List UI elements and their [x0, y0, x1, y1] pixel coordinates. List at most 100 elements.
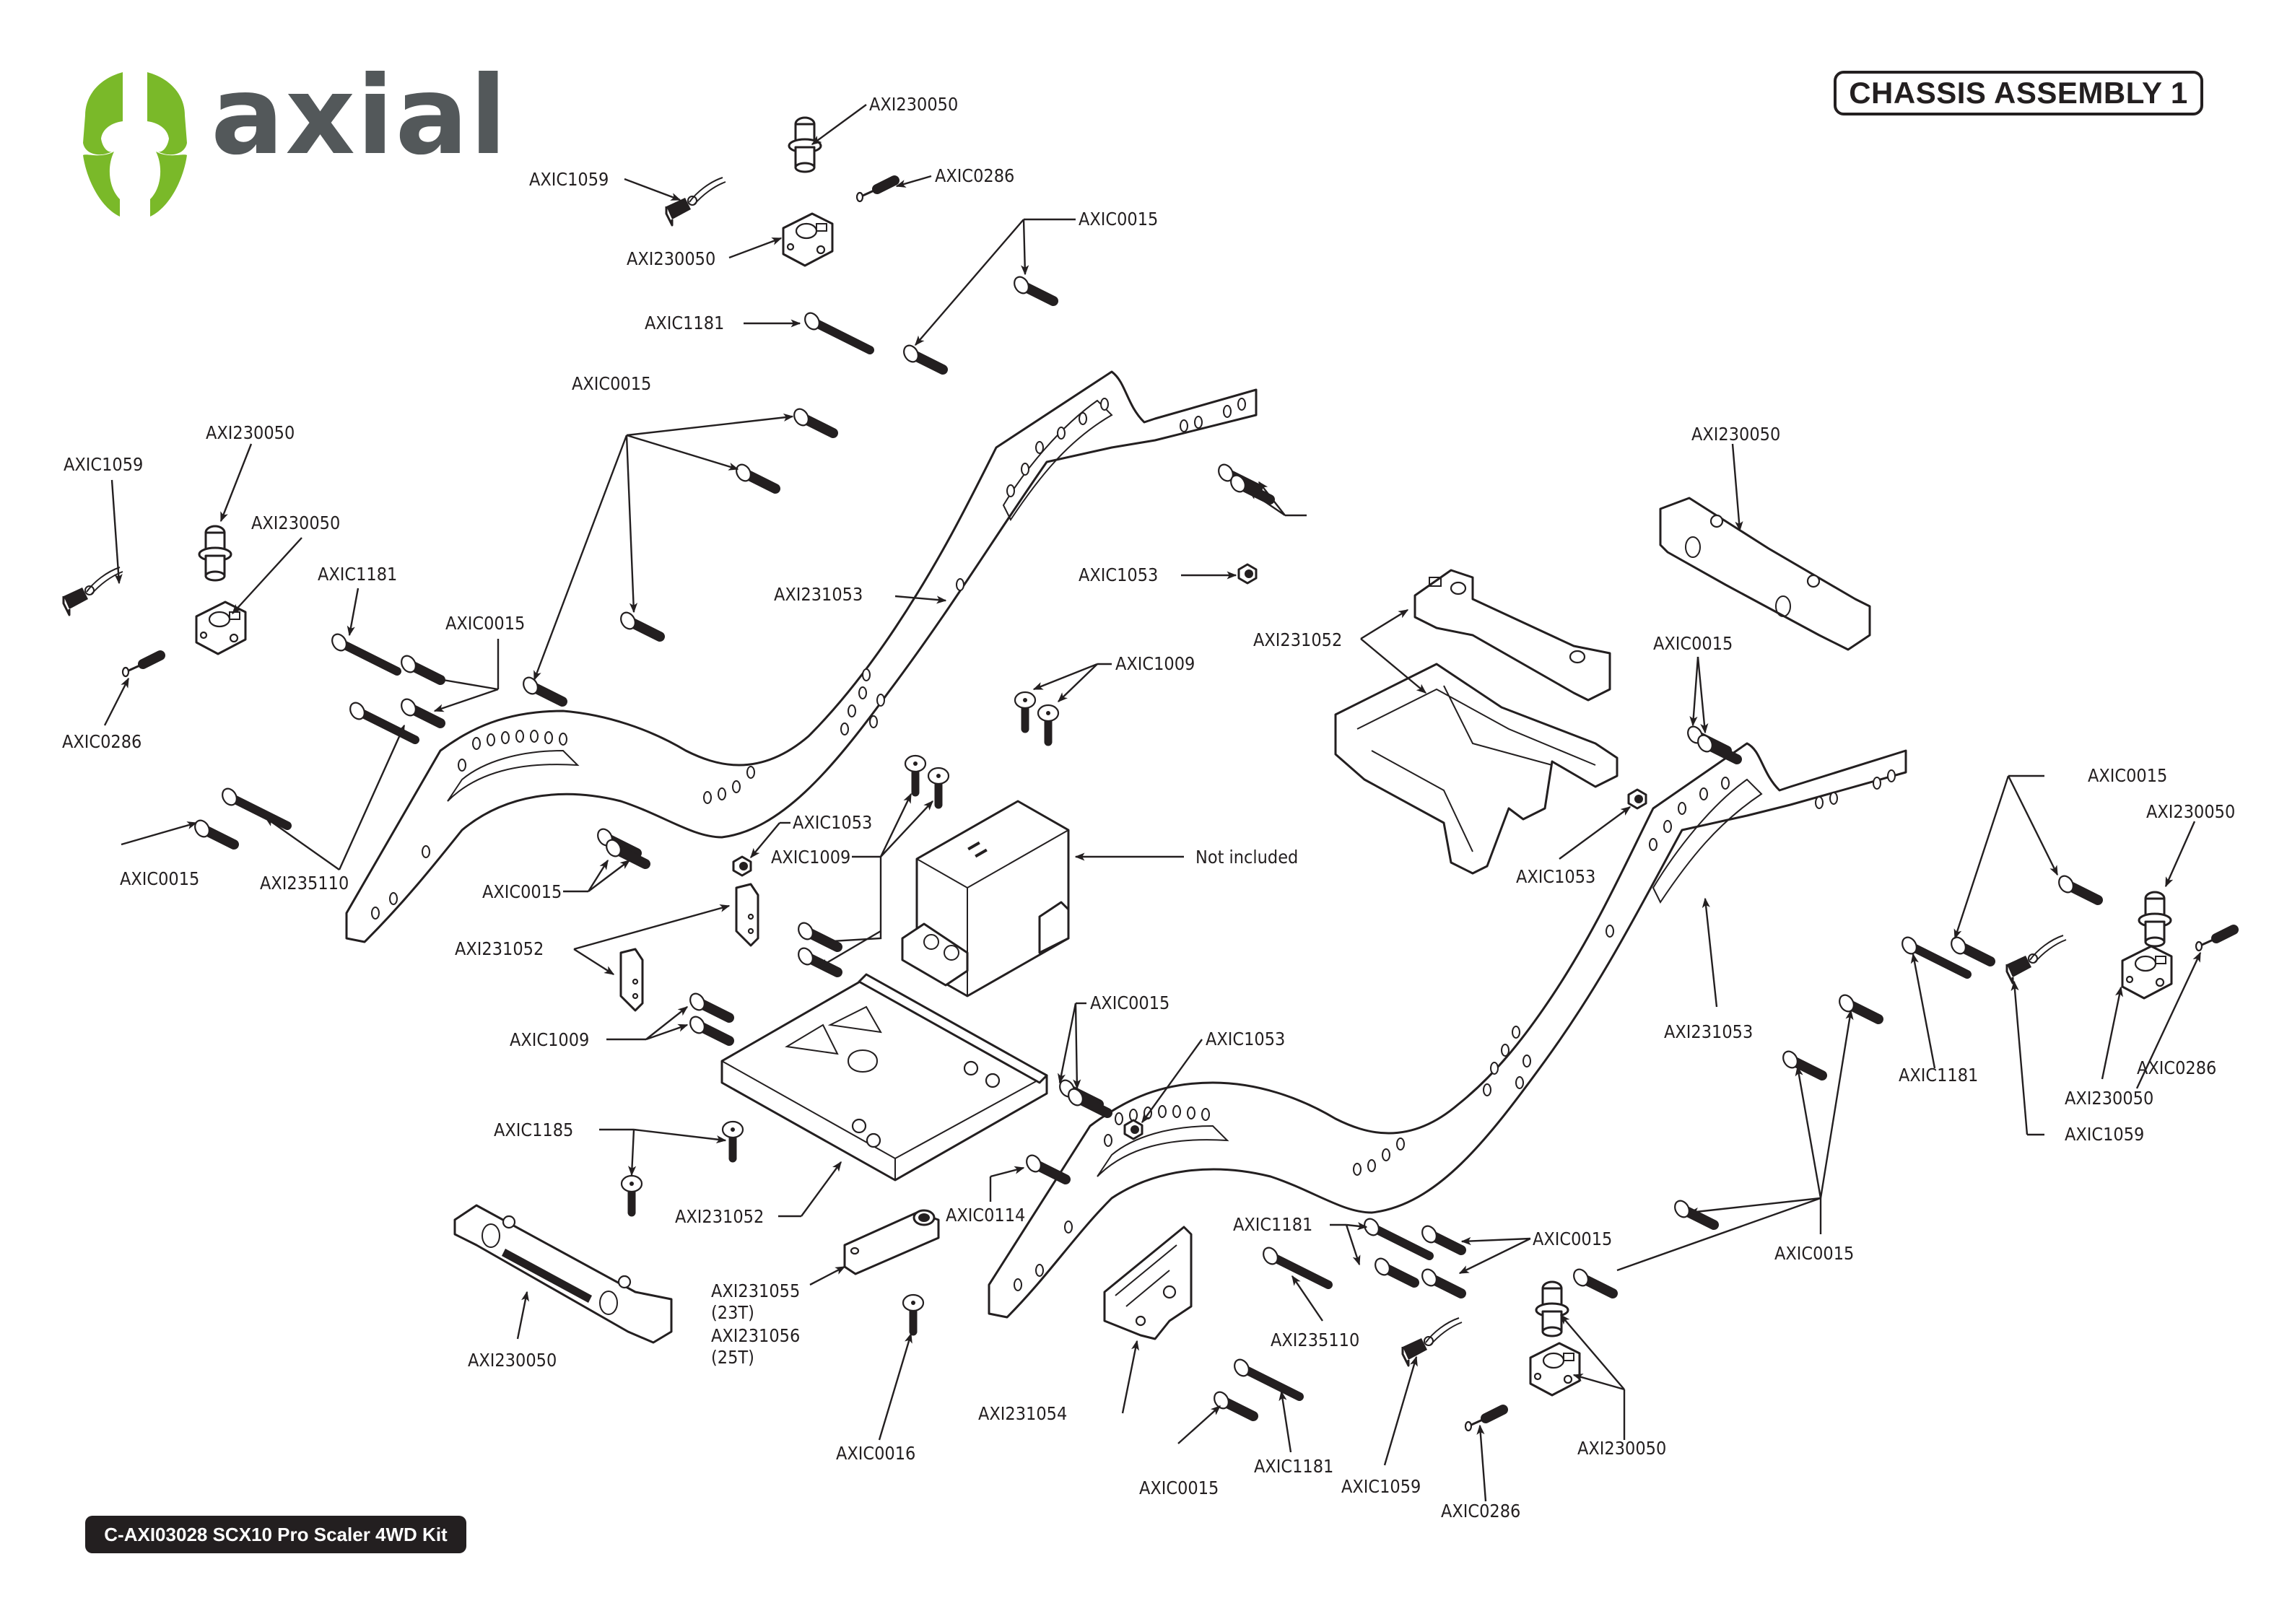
callout-label: Not included	[1195, 847, 1298, 868]
body-mount-icon	[195, 601, 247, 655]
button-screw-icon	[1024, 1153, 1066, 1179]
page-title: CHASSIS ASSEMBLY 1	[1849, 76, 2188, 110]
callout-label: AXI231053	[1664, 1021, 1753, 1042]
callout-label: AXIC0015	[1653, 633, 1733, 654]
callout-label: AXIC1181	[318, 564, 397, 585]
callout-label: AXIC1181	[645, 313, 724, 333]
nut-icon	[1123, 1119, 1143, 1140]
button-screw-icon	[1695, 733, 1737, 759]
button-screw-icon	[520, 675, 562, 702]
axial-mark-icon	[83, 72, 187, 217]
body-clip-icon	[2005, 934, 2068, 985]
button-screw-icon	[398, 653, 440, 680]
kit-label: C-AXI03028 SCX10 Pro Scaler 4WD Kit	[104, 1523, 448, 1545]
callout-note: (25T)	[711, 1347, 754, 1368]
callout-label: AXIC1185	[494, 1119, 573, 1140]
nut-icon	[732, 855, 752, 877]
callout-label: AXI231055	[711, 1280, 800, 1301]
button-screw-icon	[1948, 935, 1990, 961]
hardware	[62, 116, 2234, 1431]
axial-wordmark: axial	[211, 53, 508, 179]
callout-label: AXIC1059	[1341, 1476, 1421, 1497]
right-frame-rail	[988, 742, 1907, 1319]
callout-label: AXIC0015	[1090, 992, 1169, 1013]
body-clip-icon	[665, 176, 727, 227]
servo	[901, 800, 1070, 997]
callout-label: AXIC0015	[1079, 209, 1158, 230]
body-clip-icon	[1401, 1317, 1463, 1367]
left-frame-rail	[345, 370, 1258, 943]
callout-label: AXIC1053	[1079, 564, 1158, 585]
button-screw-icon	[1419, 1267, 1461, 1293]
button-screw-icon	[192, 818, 234, 844]
button-screw-icon	[796, 946, 837, 972]
button-screw-icon	[1228, 473, 1270, 499]
body-mount-icon	[1529, 1342, 1581, 1397]
servo-horn	[843, 1209, 940, 1275]
callout-label: AXIC1059	[64, 454, 143, 475]
servo-mount-tab-upper	[735, 883, 759, 947]
callout-label: AXIC0015	[120, 868, 199, 889]
body-post-icon	[2138, 891, 2172, 948]
button-screw-icon	[687, 991, 729, 1018]
skid-plate	[720, 973, 1048, 1182]
callout-label: AXIC0286	[935, 165, 1014, 186]
callout-label: AXIC0015	[572, 373, 651, 394]
crossmember	[1334, 663, 1619, 875]
callout-label: AXI231052	[1253, 629, 1342, 650]
long-screw-icon	[1232, 1357, 1299, 1397]
body-mount-icon	[2121, 945, 2173, 1000]
callout-label: AXIC0286	[62, 731, 141, 752]
button-screw-icon	[1066, 1086, 1107, 1113]
callout-label: AXI235110	[260, 873, 349, 894]
flat-screw-icon	[1038, 705, 1058, 742]
button-screw-icon	[1780, 1049, 1822, 1075]
setscrew-icon	[1465, 1410, 1503, 1431]
leader-lines	[103, 104, 2202, 1502]
flat-screw-icon	[928, 768, 949, 805]
servo-mount-tab-lower	[619, 948, 644, 1012]
callout-label: AXIC1181	[1899, 1065, 1978, 1086]
kit-label-badge: C-AXI03028 SCX10 Pro Scaler 4WD Kit	[85, 1516, 466, 1553]
rear-body-mount-bar	[1659, 497, 1871, 651]
long-screw-icon	[1362, 1216, 1429, 1256]
callout-label: AXIC0016	[836, 1443, 915, 1464]
callout-label: AXIC0015	[482, 881, 562, 902]
body-post-icon	[198, 525, 232, 582]
button-screw-icon	[1211, 1389, 1253, 1416]
callout-label: AXIC0015	[445, 613, 525, 634]
callout-label: AXI230050	[468, 1350, 557, 1371]
body-clip-icon	[62, 566, 124, 616]
callout-note: (23T)	[711, 1302, 754, 1323]
callout-label: AXIC1053	[793, 812, 872, 833]
callout-label: AXI231052	[675, 1206, 764, 1227]
button-screw-icon	[618, 610, 660, 637]
setscrew-icon	[2196, 930, 2234, 951]
button-screw-icon	[1419, 1223, 1461, 1250]
callout-label: AXIC1009	[510, 1029, 589, 1050]
body-post-icon	[788, 116, 822, 173]
flat-screw-icon	[1015, 692, 1035, 729]
callout-label: AXI231056	[711, 1325, 800, 1346]
callout-label: AXI230050	[1691, 424, 1780, 445]
callout-label: AXIC0286	[1441, 1501, 1520, 1522]
callout-label: AXIC0015	[2088, 765, 2167, 786]
button-screw-icon	[733, 462, 775, 489]
callout-label: AXIC1009	[1115, 653, 1195, 674]
button-screw-icon	[2056, 873, 2098, 900]
cap-screw-icon	[622, 1176, 642, 1213]
front-bumper-mount	[453, 1204, 673, 1344]
callout-label: AXIC1053	[1516, 866, 1595, 887]
callout-label: AXI231053	[774, 584, 863, 605]
callout-label: AXI230050	[2065, 1088, 2153, 1109]
callout-label: AXIC1059	[529, 169, 609, 190]
callout-label: AXI231052	[455, 938, 544, 959]
button-screw-icon	[1372, 1256, 1414, 1283]
cap-screw-icon	[903, 1295, 923, 1332]
button-screw-icon	[791, 406, 833, 433]
callout-label: AXIC1009	[771, 847, 850, 868]
axial-logo: axial	[83, 53, 508, 217]
callout-labels: AXI230050 AXIC1059 AXIC0286 AXI230050 AX…	[62, 94, 2235, 1522]
page-title-box: CHASSIS ASSEMBLY 1	[1834, 71, 2203, 115]
body-post-icon	[1535, 1280, 1569, 1337]
